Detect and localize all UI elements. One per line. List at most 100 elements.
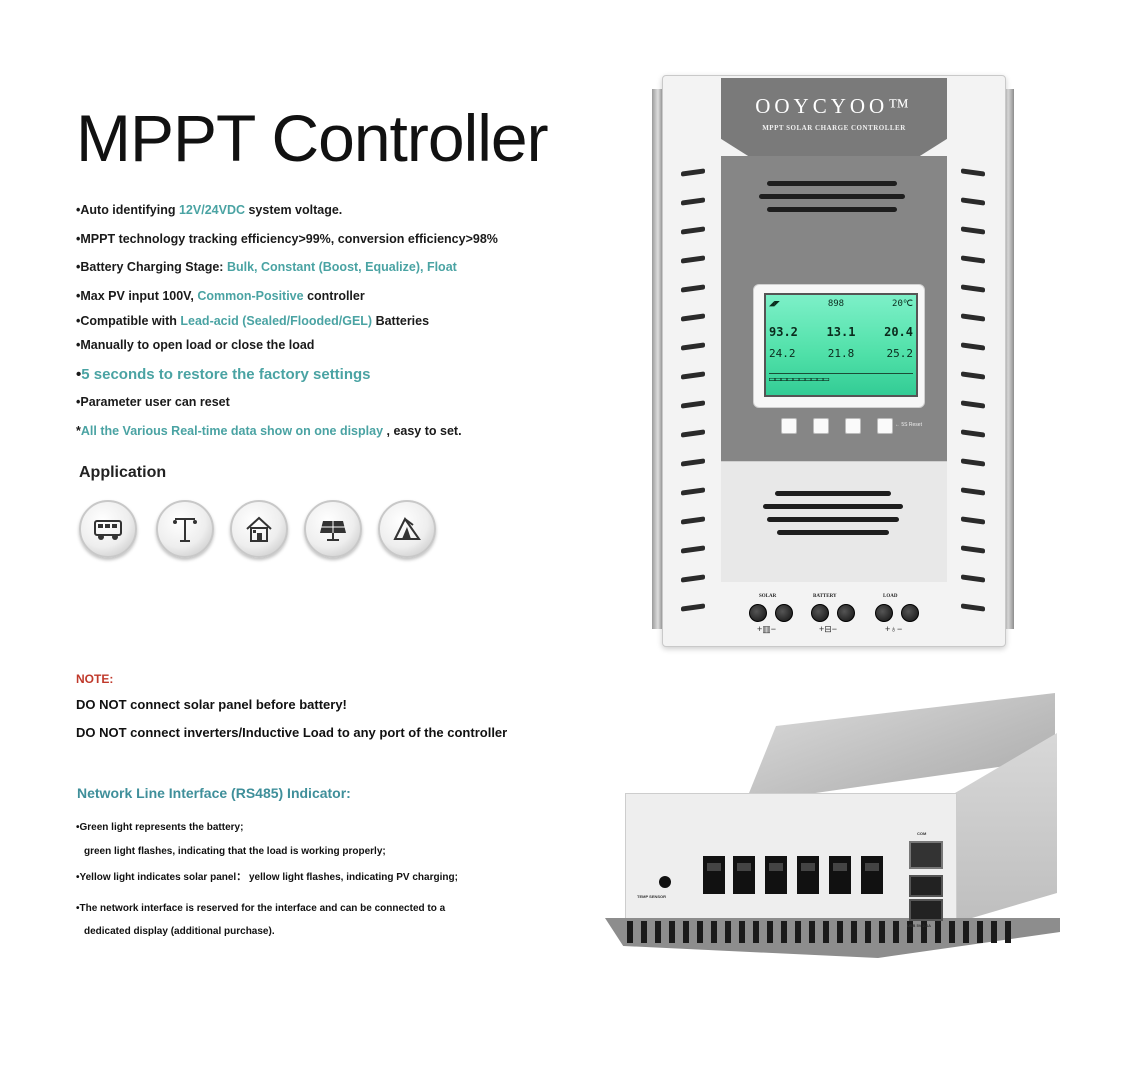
heatsink-fin <box>753 921 759 943</box>
terminal-block <box>765 856 787 894</box>
heatsink-fin <box>739 921 745 943</box>
vent-slot <box>961 458 985 467</box>
feature-text: •Auto identifying <box>76 203 179 217</box>
vent-slot <box>961 429 985 438</box>
vent-slot <box>681 458 705 467</box>
heatsink-fin <box>697 921 703 943</box>
menu-key[interactable] <box>781 418 797 434</box>
vent-slot <box>681 400 705 409</box>
street-light-icon <box>156 500 214 558</box>
heatsink-fin <box>949 921 955 943</box>
down-key[interactable] <box>845 418 861 434</box>
vent-slot <box>681 342 705 351</box>
vent-slot <box>961 545 985 554</box>
vent-slot <box>961 371 985 380</box>
note-line: DO NOT connect solar panel before batter… <box>76 697 347 712</box>
vent-slot <box>681 168 705 177</box>
heatsink-fin <box>809 921 815 943</box>
pv-icon: ◢◤ <box>769 299 780 309</box>
lcd-value: 20℃ <box>892 299 913 309</box>
vent-slot <box>961 226 985 235</box>
brand-subtitle: MPPT SOLAR CHARGE CONTROLLER <box>762 124 906 132</box>
up-key[interactable] <box>813 418 829 434</box>
vent-slot <box>961 255 985 264</box>
load-symbol: +♁− <box>885 624 903 634</box>
vent-slot <box>681 487 705 496</box>
note-label: NOTE: <box>76 672 114 686</box>
feature-highlight: 12V/24VDC <box>178 203 245 217</box>
vent-slot <box>961 284 985 293</box>
brand-panel: OOYCYOO™ MPPT SOLAR CHARGE CONTROLLER <box>721 78 947 156</box>
heatsink-fin <box>921 921 927 943</box>
vent-slot <box>681 284 705 293</box>
feature-item: •Battery Charging Stage: Bulk, Constant … <box>76 260 457 274</box>
com-label: COM <box>917 831 927 836</box>
heatsink-fin <box>711 921 717 943</box>
feature-text: •Parameter user can reset <box>76 395 230 409</box>
lcd-value: 24.2 <box>769 347 796 360</box>
connector-panel <box>625 793 957 925</box>
vent-slot <box>681 429 705 438</box>
load-port-label: LOAD <box>883 594 898 599</box>
speaker-grill <box>777 530 889 535</box>
speaker-grill <box>763 504 903 509</box>
vent-slot <box>681 371 705 380</box>
feature-item: •Auto identifying 12V/24VDC system volta… <box>76 203 342 217</box>
vent-slot <box>681 255 705 264</box>
speaker-grill <box>775 491 891 496</box>
feature-item: •MPPT technology tracking efficiency>99%… <box>76 232 498 246</box>
feature-highlight: Bulk, Constant (Boost, Equalize), Float <box>226 260 457 274</box>
heatsink-fin <box>641 921 647 943</box>
vent-slot <box>961 603 985 612</box>
vent-slot <box>961 574 985 583</box>
vent-slot <box>681 603 705 612</box>
feature-item: •Parameter user can reset <box>76 395 230 409</box>
feature-highlight: All the Various Real-time data show on o… <box>80 424 384 438</box>
house-icon <box>230 500 288 558</box>
vent-slot <box>681 545 705 554</box>
rs485-heading: Network Line Interface (RS485) Indicator… <box>77 785 351 801</box>
heatsink-fin <box>977 921 983 943</box>
feature-item: •5 seconds to restore the factory settin… <box>76 366 371 383</box>
temp-sensor-label: TEMP SENSOR <box>637 894 667 899</box>
heatsink-fin <box>627 921 633 943</box>
feature-highlight: Lead-acid (Sealed/Flooded/GEL) <box>180 314 373 328</box>
feature-text: •Compatible with <box>76 314 181 328</box>
feature-text: • <box>76 366 82 383</box>
lcd-bar: ▭▭▭▭▭▭▭▭▭▭ <box>769 374 830 385</box>
feature-item: •Max PV input 100V, Common-Positive cont… <box>76 289 365 303</box>
heatsink-fin <box>963 921 969 943</box>
controller-front-image: OOYCYOO™ MPPT SOLAR CHARGE CONTROLLER ◢◤… <box>652 75 1014 647</box>
reset-hint: ← 5S Reset <box>895 422 922 428</box>
vent-slot <box>961 487 985 496</box>
feature-text: •Manually to open load or close the load <box>76 338 315 352</box>
tent-icon <box>378 500 436 558</box>
lcd-value: 898 <box>827 299 845 309</box>
note-line: DO NOT connect inverters/Inductive Load … <box>76 725 508 740</box>
heatsink-fin <box>935 921 941 943</box>
controller-case: OOYCYOO™ MPPT SOLAR CHARGE CONTROLLER ◢◤… <box>662 75 1006 647</box>
rv-icon <box>79 500 137 558</box>
usb-port <box>909 875 943 897</box>
speaker-grill <box>767 181 897 186</box>
lcd-value: 93.2 <box>769 325 798 339</box>
vent-slot <box>681 574 705 583</box>
feature-text: * <box>76 424 81 438</box>
battery-terminal-neg <box>837 604 855 622</box>
heatsink-fin <box>669 921 675 943</box>
vent-slot <box>681 516 705 525</box>
feature-text: •MPPT technology tracking efficiency>99%… <box>76 232 498 246</box>
application-heading: Application <box>79 464 167 481</box>
terminal-block <box>733 856 755 894</box>
heatsink-fin <box>725 921 731 943</box>
solar-terminal-neg <box>775 604 793 622</box>
vent-slot <box>961 400 985 409</box>
brand-logo: OOYCYOO™ <box>755 94 913 118</box>
battery-terminal-pos <box>811 604 829 622</box>
solar-terminal-pos <box>749 604 767 622</box>
temp-sensor-port <box>659 876 671 888</box>
enter-key[interactable] <box>877 418 893 434</box>
heatsink-fin <box>879 921 885 943</box>
solar-port-label: SOLAR <box>759 594 777 599</box>
feature-item: •Compatible with Lead-acid (Sealed/Flood… <box>76 314 429 328</box>
